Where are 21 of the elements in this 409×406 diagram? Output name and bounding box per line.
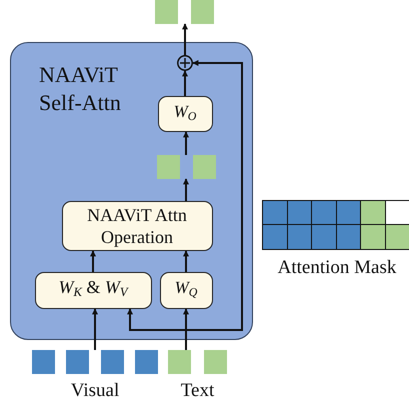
arrow — [183, 131, 189, 155]
operation-box: W$_{O}$ — [158, 96, 212, 132]
arrow — [182, 70, 188, 96]
module-title: NAAViT Self-Attn — [39, 61, 122, 117]
token-squares — [156, 154, 216, 178]
operation-box: NAAViT Attn Operation — [62, 200, 212, 250]
operation-box: W$_{K}$ & W$_{V}$ — [34, 272, 152, 308]
module-panel — [10, 42, 253, 340]
add-symbol — [176, 54, 192, 70]
arrow — [90, 250, 96, 272]
arrow — [92, 308, 98, 350]
arrow — [182, 23, 188, 55]
arrow — [183, 178, 189, 201]
token-squares — [32, 350, 158, 374]
token-label: Visual — [70, 380, 120, 402]
mask-caption: Attention Mask — [276, 257, 398, 279]
token-label: Text — [180, 380, 216, 402]
token-squares — [155, 0, 214, 24]
arrow — [183, 250, 189, 272]
token-squares — [168, 350, 227, 374]
operation-box: W$_{Q}$ — [160, 272, 212, 308]
